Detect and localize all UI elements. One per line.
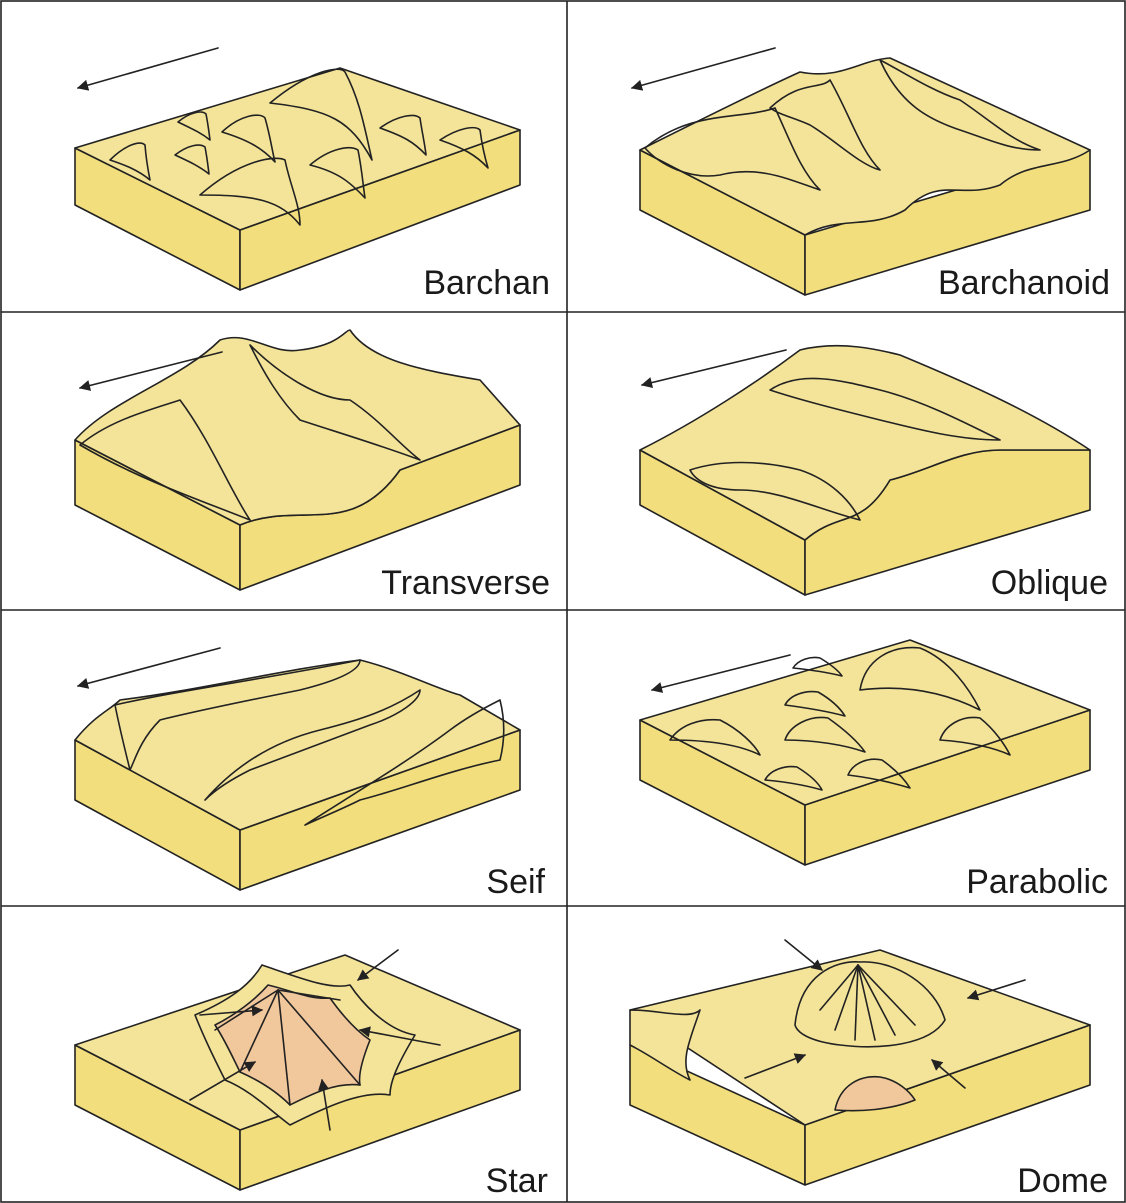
panel-label-barchanoid: Barchanoid xyxy=(938,264,1110,302)
panel-label-parabolic: Parabolic xyxy=(966,863,1108,901)
panel-dome: Dome xyxy=(630,940,1108,1200)
panel-label-seif: Seif xyxy=(486,863,545,901)
panel-label-star: Star xyxy=(486,1162,548,1200)
panel-label-transverse: Transverse xyxy=(381,564,550,602)
panel-oblique: Oblique xyxy=(640,346,1108,602)
panel-label-dome: Dome xyxy=(1017,1162,1108,1200)
wind-arrow-seif xyxy=(78,648,220,686)
panel-seif: Seif xyxy=(75,648,546,901)
panel-parabolic: Parabolic xyxy=(640,640,1108,901)
wind-arrow-dome xyxy=(785,940,822,970)
wind-arrow-barchanoid xyxy=(632,48,775,88)
panel-barchan: Barchan xyxy=(75,48,550,302)
panel-star: Star xyxy=(75,950,548,1200)
panel-barchanoid: Barchanoid xyxy=(632,48,1110,302)
panel-label-oblique: Oblique xyxy=(991,564,1108,602)
panel-label-barchan: Barchan xyxy=(423,264,550,302)
panel-transverse: Transverse xyxy=(75,330,550,602)
wind-arrow-barchan xyxy=(78,48,218,88)
